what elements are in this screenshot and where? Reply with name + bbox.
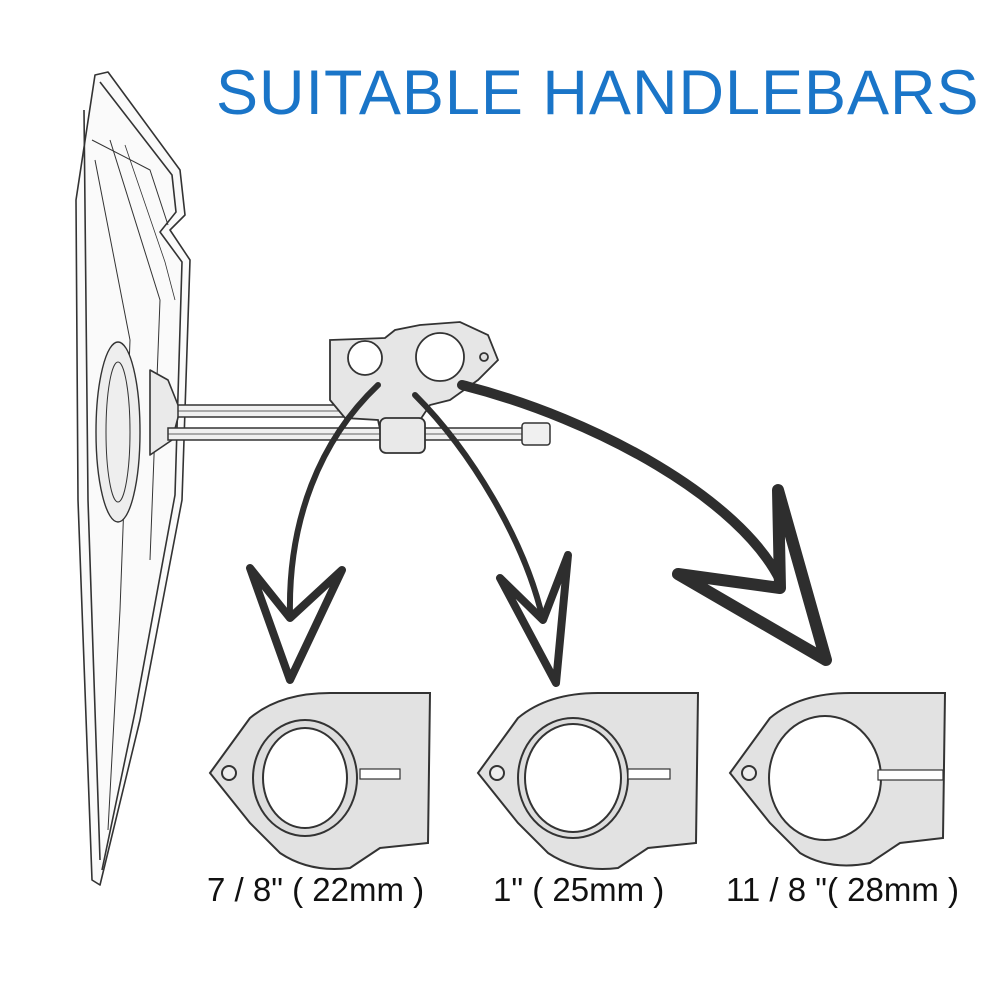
- arrow-middle-icon: [412, 392, 572, 687]
- arrow-right-icon: [457, 380, 832, 666]
- mount-clamp-icon: [329, 321, 500, 454]
- arrows: [246, 380, 832, 687]
- page-title: SUITABLE HANDLEBARS: [216, 58, 980, 128]
- clamp-25mm-icon: [476, 692, 700, 870]
- size-label-25mm: 1" ( 25mm ): [493, 871, 665, 908]
- clamp-28mm-icon: [728, 692, 947, 867]
- size-label-28mm: 11 / 8 "( 28mm ): [726, 871, 959, 908]
- size-label-22mm: 7 / 8" ( 22mm ): [207, 871, 425, 908]
- mirror-icon: [75, 71, 191, 886]
- clamp-22mm-icon: [208, 692, 432, 870]
- arrow-left-icon: [246, 382, 381, 684]
